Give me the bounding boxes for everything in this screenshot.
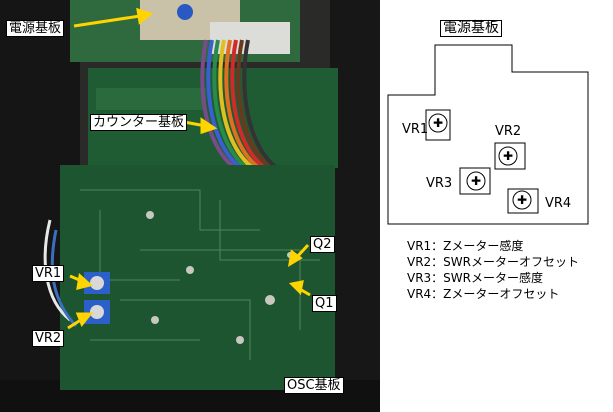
power-board-label: 電源基板 bbox=[6, 20, 65, 37]
vr1-label: VR1 bbox=[32, 265, 65, 282]
diagram-vr2-label: VR2 bbox=[495, 124, 522, 139]
svg-text:✚: ✚ bbox=[433, 116, 443, 130]
svg-text:✚: ✚ bbox=[471, 174, 481, 188]
diagram-vr3-label: VR3 bbox=[426, 176, 453, 191]
legend-line-vr4: VR4：Zメーターオフセット bbox=[407, 287, 560, 301]
counter-board-label: カウンター基板 bbox=[90, 114, 188, 131]
diagram-vr4-label: VR4 bbox=[545, 196, 572, 211]
diagram-title: 電源基板 bbox=[440, 20, 502, 37]
legend-line-vr2: VR2：SWRメーターオフセット bbox=[407, 255, 580, 269]
diagram-vr1-label: VR1 bbox=[402, 122, 429, 137]
pcb-photo bbox=[0, 0, 380, 412]
svg-text:✚: ✚ bbox=[503, 149, 513, 163]
power-board-diagram: ✚ ✚ ✚ ✚ bbox=[387, 44, 589, 225]
vr2-label: VR2 bbox=[32, 330, 65, 347]
q2-label: Q2 bbox=[310, 236, 335, 253]
osc-board-label: OSC基板 bbox=[284, 377, 344, 394]
svg-text:✚: ✚ bbox=[517, 193, 527, 207]
vr-legend: VR1：Zメーター感度 VR2：SWRメーターオフセット VR3：SWRメーター… bbox=[407, 238, 579, 302]
q1-label: Q1 bbox=[312, 295, 337, 312]
legend-line-vr3: VR3：SWRメーター感度 bbox=[407, 271, 544, 285]
legend-line-vr1: VR1：Zメーター感度 bbox=[407, 239, 524, 253]
